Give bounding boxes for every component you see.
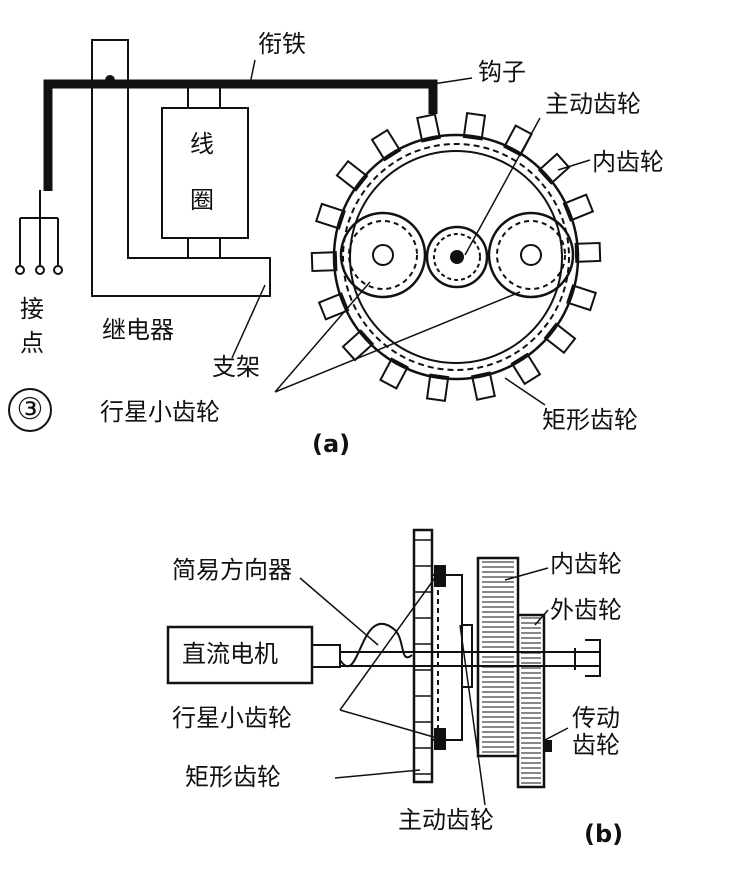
label-armature: 衔铁 bbox=[258, 30, 306, 58]
label-drive-gear: 主动齿轮 bbox=[545, 90, 641, 118]
rect-gear-tooth bbox=[574, 241, 602, 263]
rect-gear-outer-ring bbox=[332, 133, 580, 381]
contact-1 bbox=[15, 265, 25, 275]
rect-gear-disk-teeth bbox=[414, 539, 432, 775]
label-drive-gear-b: 主动齿轮 bbox=[398, 806, 494, 834]
label-bracket: 支架 bbox=[212, 353, 260, 381]
figure-number: ③ bbox=[8, 388, 52, 432]
rect-gear-tooth bbox=[341, 329, 375, 362]
label-contacts: 接点 bbox=[20, 295, 44, 357]
label-transmission-gear-1: 传动 bbox=[572, 704, 620, 732]
diagram-b-drawing bbox=[166, 528, 601, 806]
rect-gear-tooth bbox=[510, 352, 542, 386]
contact-2 bbox=[35, 265, 45, 275]
label-internal-gear-b: 内齿轮 bbox=[550, 550, 622, 578]
contact-3 bbox=[53, 265, 63, 275]
rect-gear-tooth bbox=[370, 128, 402, 162]
label-internal-gear: 内齿轮 bbox=[592, 148, 664, 176]
label-planet-gears-a: 行星小齿轮 bbox=[100, 398, 220, 426]
armature-pivot bbox=[105, 75, 115, 85]
planet-carrier bbox=[431, 574, 463, 741]
label-dc-motor: 直流电机 bbox=[182, 640, 278, 668]
rect-gear-tooth bbox=[335, 159, 369, 192]
internal-gear-ring bbox=[349, 150, 563, 364]
planet-gear-bottom bbox=[434, 728, 446, 750]
armature-bar bbox=[43, 79, 438, 191]
drive-gear-a bbox=[425, 225, 489, 289]
rect-gear-tooth bbox=[315, 202, 346, 230]
planet-gear-right bbox=[487, 211, 575, 299]
internal-gear-dashed-ring bbox=[342, 143, 570, 371]
label-transmission-gear-2: 齿轮 bbox=[572, 731, 620, 759]
internal-gear-hatching bbox=[482, 561, 514, 753]
rect-gear-tooth bbox=[310, 251, 338, 273]
label-coil-2: 圈 bbox=[190, 186, 214, 214]
rect-gear-disk bbox=[412, 528, 434, 784]
label-rect-gear-b: 矩形齿轮 bbox=[185, 763, 281, 791]
rect-gear-tooth bbox=[566, 284, 597, 312]
motor-shaft-stub bbox=[311, 644, 341, 668]
relay-bracket bbox=[91, 39, 271, 297]
label-planet-gears-b: 行星小齿轮 bbox=[172, 704, 292, 732]
external-gear bbox=[516, 613, 546, 789]
coil-body bbox=[161, 107, 249, 239]
rect-gear-tooth bbox=[462, 112, 487, 141]
label-relay: 继电器 bbox=[102, 316, 174, 344]
planet-gear-left bbox=[339, 211, 427, 299]
label-external-gear: 外齿轮 bbox=[550, 596, 622, 624]
label-rect-gear-a: 矩形齿轮 bbox=[542, 406, 638, 434]
label-simple-reverser: 简易方向器 bbox=[172, 556, 292, 584]
planet-gear-top bbox=[434, 565, 446, 587]
caption-b: (b) bbox=[584, 820, 624, 848]
label-coil-1: 线 bbox=[190, 130, 214, 158]
caption-a: (a) bbox=[312, 430, 351, 458]
rect-gear-tooth bbox=[416, 113, 442, 143]
rect-gear-tooth bbox=[470, 371, 496, 401]
rect-gear-tooth bbox=[425, 373, 450, 402]
diagram-a-drawing bbox=[15, 39, 602, 406]
label-hook: 钩子 bbox=[478, 58, 526, 86]
external-gear-hatching bbox=[521, 617, 541, 784]
rect-gear-tooth bbox=[543, 322, 577, 355]
